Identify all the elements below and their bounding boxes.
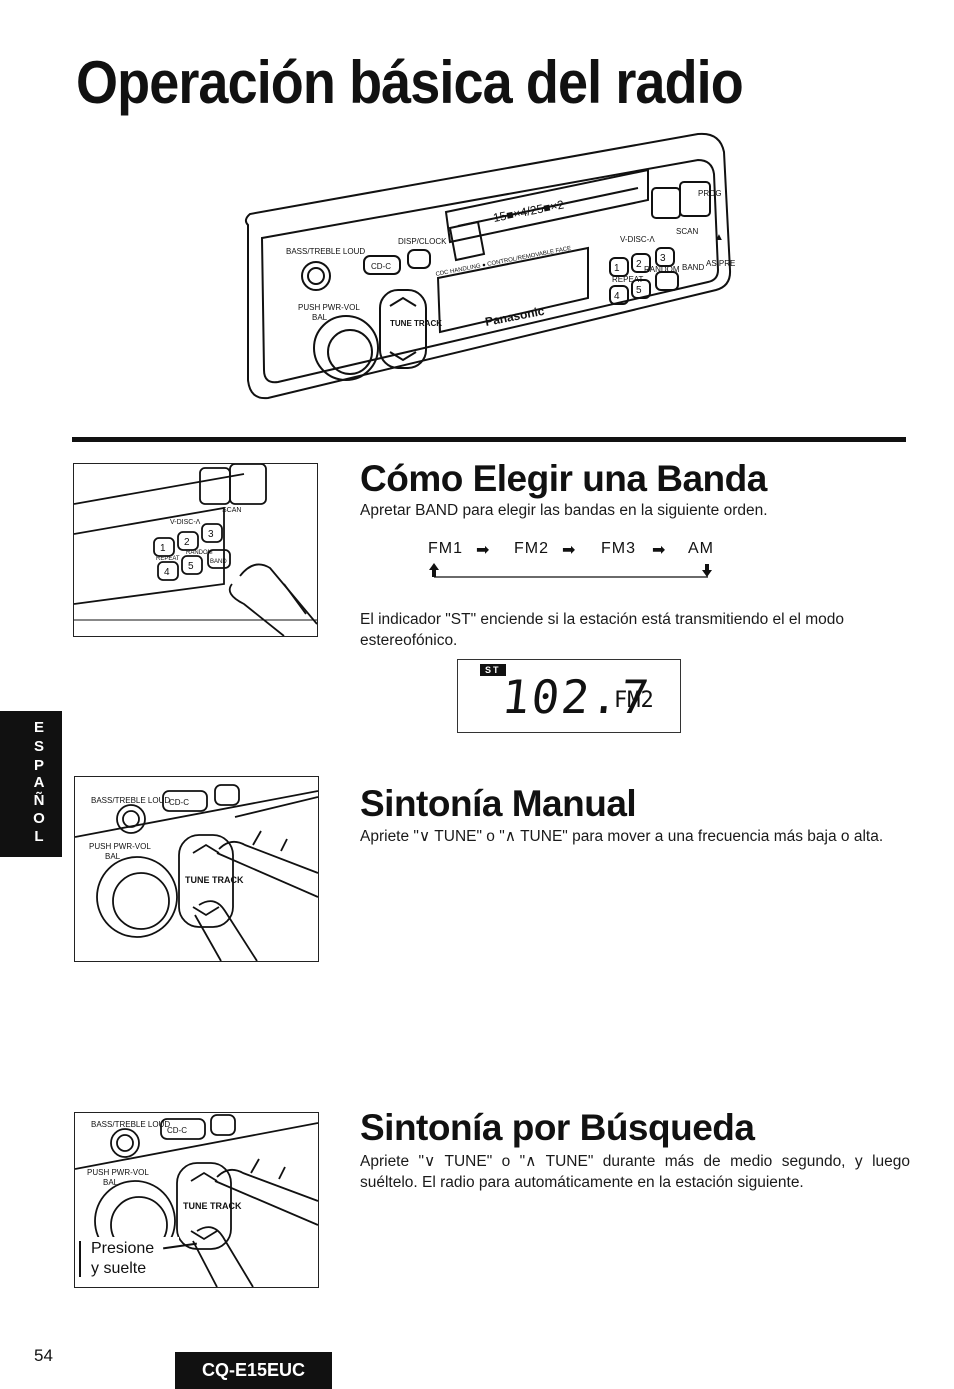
fig-vdisc-label: V-DISC-Λ xyxy=(170,519,201,526)
lcd-display: ST 102.7 FM2 xyxy=(457,659,681,733)
fig-preset-3: 3 xyxy=(208,529,214,540)
fig2-cdc-label: CD-C xyxy=(169,798,189,807)
fig-scan-label: SCAN xyxy=(222,507,241,514)
seq-am: AM xyxy=(688,540,714,557)
fig-preset-2: 2 xyxy=(184,537,190,548)
arrow-right-icon: ➡ xyxy=(562,542,577,559)
band-intro-text: Apretar BAND para elegir las bandas en l… xyxy=(360,502,768,519)
fig-band-label: BAND xyxy=(210,559,227,565)
arrow-right-icon: ➡ xyxy=(652,542,667,559)
preset-2: 2 xyxy=(636,259,642,270)
label-eject: ▲ xyxy=(714,232,724,243)
language-side-tab: E S P A Ñ O L xyxy=(0,711,62,857)
label-tune-track: TUNE TRACK xyxy=(390,319,442,328)
band-sequence: FM1 ➡ FM2 ➡ FM3 ➡ AM xyxy=(428,540,728,580)
fig-repeat-label: REPEAT xyxy=(156,556,180,562)
press-release-callout: Presione y suelte xyxy=(79,1237,197,1281)
side-tab-letter: E xyxy=(33,719,44,736)
label-repeat: REPEAT xyxy=(612,275,644,284)
model-number-tab: CQ-E15EUC xyxy=(175,1352,332,1389)
seq-fm1: FM1 xyxy=(428,540,463,557)
label-disp-clock: DISP/CLOCK xyxy=(398,237,447,246)
fig-random-label: RANDOM xyxy=(186,550,213,556)
seek-tune-figure: BASS/TREBLE LOUD CD-C PUSH PWR-VOL BAL T… xyxy=(74,1112,319,1288)
st-indicator-text: El indicador "ST" enciende si la estació… xyxy=(360,611,845,649)
manual-text: Apriete "∨ TUNE" o "∧ TUNE" para mover a… xyxy=(360,828,884,845)
band-button-drawing: 1 2 3 4 5 BAND SCAN V-DISC-Λ REPEAT RAND… xyxy=(74,464,317,636)
radio-drawing: BASS/TREBLE LOUD DISP/CLOCK CD-C PUSH PW… xyxy=(244,132,735,400)
label-band: BAND xyxy=(682,263,704,272)
page-number: 54 xyxy=(34,1346,53,1365)
section-divider xyxy=(72,437,906,442)
label-push-pwr-vol: PUSH PWR-VOL xyxy=(298,303,360,312)
label-prog: PROG xyxy=(698,189,722,198)
fig2-bass-label: BASS/TREBLE LOUD xyxy=(91,796,170,805)
side-tab-letter: P xyxy=(33,757,44,774)
preset-3: 3 xyxy=(660,253,666,264)
band-button-figure: 1 2 3 4 5 BAND SCAN V-DISC-Λ REPEAT RAND… xyxy=(73,463,318,637)
side-tab-letter: A xyxy=(33,774,45,791)
seq-fm3: FM3 xyxy=(601,540,636,557)
side-tab-letter: S xyxy=(33,738,44,755)
fig2-pwr-label: PUSH PWR-VOL xyxy=(89,842,151,851)
fig-preset-1: 1 xyxy=(160,543,166,554)
label-cdc-line: CDC HANDLING ● CONTROL/REMOVABLE FACE xyxy=(435,246,571,278)
radio-illustration: BASS/TREBLE LOUD DISP/CLOCK CD-C PUSH PW… xyxy=(228,130,738,402)
preset-5: 5 xyxy=(636,285,642,296)
label-scan: SCAN xyxy=(676,227,698,236)
fig3-bal-label: BAL xyxy=(103,1178,119,1187)
brand-logo: Panasonic xyxy=(484,304,546,329)
manual-tune-drawing: BASS/TREBLE LOUD CD-C PUSH PWR-VOL BAL T… xyxy=(75,784,318,961)
label-random: RANDOM xyxy=(644,265,680,274)
seek-text: Apriete "∨ TUNE" o "∧ TUNE" durante más … xyxy=(360,1153,910,1191)
fig3-cdc-label: CD-C xyxy=(167,1126,187,1135)
fig3-bass-label: BASS/TREBLE LOUD xyxy=(91,1120,170,1129)
callout-bracket xyxy=(79,1241,81,1277)
label-bass-treble: BASS/TREBLE LOUD xyxy=(286,247,365,256)
seq-fm2: FM2 xyxy=(514,540,549,557)
lcd-band: FM2 xyxy=(614,688,654,713)
callout-line-2: y suelte xyxy=(91,1260,147,1277)
fig3-tune-label: TUNE TRACK xyxy=(183,1201,242,1211)
loop-back-arrow xyxy=(429,563,712,578)
manual-tune-figure: BASS/TREBLE LOUD CD-C PUSH PWR-VOL BAL T… xyxy=(74,776,319,962)
seek-tune-drawing: BASS/TREBLE LOUD CD-C PUSH PWR-VOL BAL T… xyxy=(75,1114,318,1287)
label-cd-c: CD-C xyxy=(371,262,391,271)
label-bal: BAL xyxy=(312,313,328,322)
side-tab-letter: Ñ xyxy=(33,792,45,809)
label-as-pre: AS PRE xyxy=(706,259,735,268)
manual-section-title: Sintonía Manual xyxy=(360,783,637,824)
page-title: Operación básica del radio xyxy=(76,49,744,116)
side-tab-letter: L xyxy=(34,828,44,845)
fig2-tune-label: TUNE TRACK xyxy=(185,875,244,885)
fig3-pwr-label: PUSH PWR-VOL xyxy=(87,1168,149,1177)
preset-4: 4 xyxy=(614,291,620,302)
st-indicator: ST xyxy=(480,664,506,676)
side-tab-letter: O xyxy=(33,810,45,827)
label-v-disc: V-DISC-Λ xyxy=(620,235,655,244)
band-section-title: Cómo Elegir una Banda xyxy=(360,458,767,499)
fig-preset-5: 5 xyxy=(188,561,194,572)
preset-1: 1 xyxy=(614,263,620,274)
callout-line-1: Presione xyxy=(91,1240,155,1257)
seek-section-title: Sintonía por Búsqueda xyxy=(360,1107,755,1148)
arrow-right-icon: ➡ xyxy=(476,542,491,559)
fig-preset-4: 4 xyxy=(164,567,170,578)
fig2-bal-label: BAL xyxy=(105,852,121,861)
